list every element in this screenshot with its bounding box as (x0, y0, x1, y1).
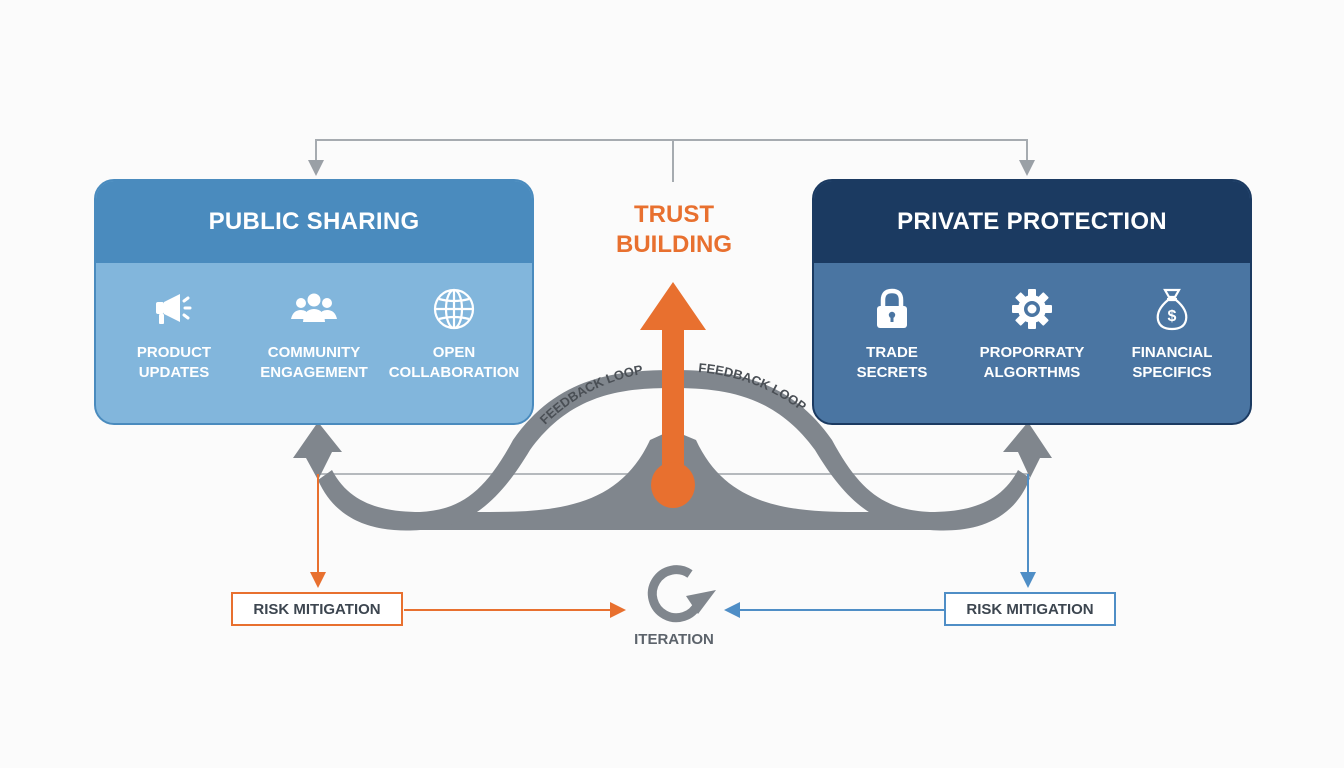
trust-label-line2: BUILDING (616, 231, 732, 258)
trust-label-line1: TRUST (634, 201, 714, 228)
trust-arrow (640, 282, 706, 508)
trade-secrets-item: TRADE SECRETS (825, 287, 960, 383)
risk-mitigation-box-left: RISK MITIGATION (231, 592, 403, 626)
open-collaboration-item: OPEN COLLABORATION (387, 287, 522, 383)
proprietary-algorithms-item: PROPORRATY ALGORTHMS (965, 287, 1100, 383)
item-label-line2: COLLABORATION (388, 364, 520, 381)
item-label-line1: TRADE (866, 344, 918, 361)
iteration-label: ITERATION (634, 631, 714, 648)
item-label-line1: OPEN (432, 344, 476, 361)
public-sharing-title: PUBLIC SHARING (96, 181, 532, 263)
megaphone-icon (107, 287, 242, 331)
public-sharing-panel: PUBLIC SHARING PRODUCT UPDATES (94, 179, 534, 425)
feedback-loop-label-left: FEEDBACK LOOP (537, 362, 645, 427)
item-label-line2: UPDATES (138, 364, 210, 381)
item-label-line1: COMMUNITY (267, 344, 361, 361)
item-label-line1: PRODUCT (136, 344, 212, 361)
item-label-line1: FINANCIAL (1131, 344, 1213, 361)
globe-icon (387, 287, 522, 331)
private-protection-title: PRIVATE PROTECTION (814, 181, 1250, 263)
item-label-line2: SPECIFICS (1132, 364, 1212, 381)
risk-mitigation-box-right: RISK MITIGATION (944, 592, 1116, 626)
trust-building-label: TRUST BUILDING (594, 200, 754, 260)
svg-text:$: $ (1168, 308, 1177, 325)
people-group-icon (247, 287, 382, 331)
financial-specifics-item: $ FINANCIAL SPECIFICS (1105, 287, 1240, 383)
item-label-line2: SECRETS (856, 364, 928, 381)
top-bracket-connector (308, 139, 1035, 182)
padlock-icon (825, 287, 960, 331)
gear-icon (965, 287, 1100, 331)
product-updates-item: PRODUCT UPDATES (107, 287, 242, 383)
item-label-line2: ENGAGEMENT (260, 364, 368, 381)
item-label-line1: PROPORRATY (979, 344, 1085, 361)
community-engagement-item: COMMUNITY ENGAGEMENT (247, 287, 382, 383)
private-protection-panel: PRIVATE PROTECTION TRADE SECRETS (812, 179, 1252, 425)
item-label-line2: ALGORTHMS (983, 364, 1081, 381)
iteration-cycle-icon (647, 565, 716, 623)
money-bag-icon: $ (1105, 287, 1240, 331)
